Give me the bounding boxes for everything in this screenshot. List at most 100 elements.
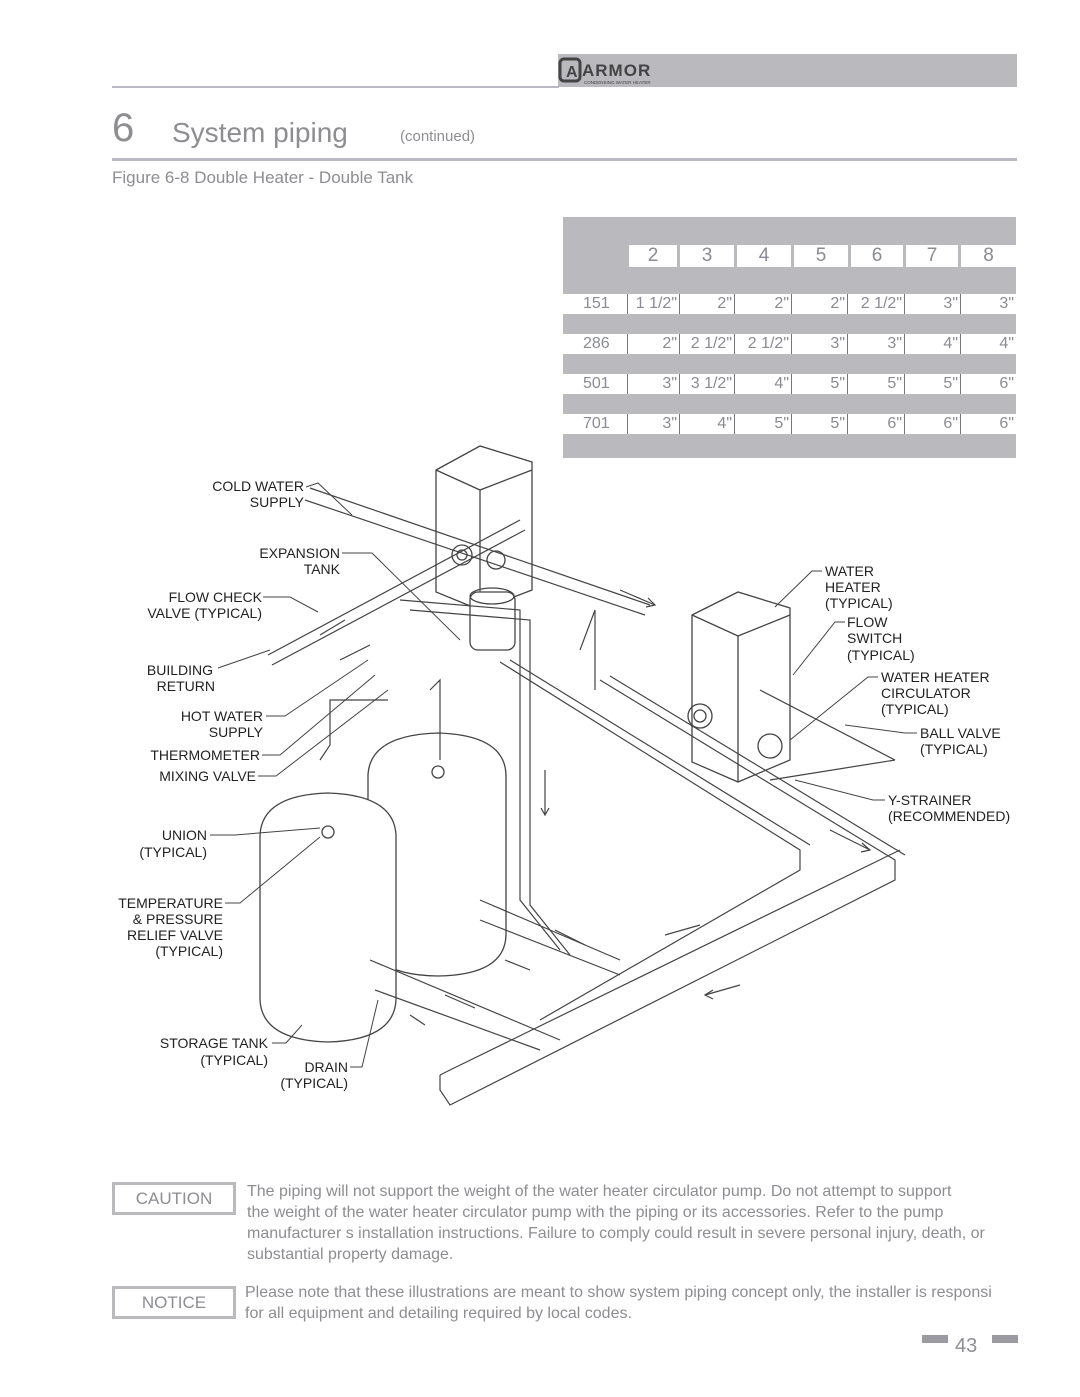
table-cell: 2" [628, 334, 680, 354]
notice-label: NOTICE [112, 1286, 236, 1319]
label-circulator-3: (TYPICAL) [881, 701, 949, 717]
pipe-size-table: 2 3 4 5 6 7 8 151 1 1/2" 2" 2" 2" 2 1/2"… [563, 217, 1016, 458]
table-cell: 2" [735, 294, 792, 314]
table-cell: 2" [680, 294, 735, 314]
brand-name: ARMOR [582, 61, 651, 80]
table-header-cell: 8 [961, 245, 1016, 267]
label-flow-switch-3: (TYPICAL) [847, 647, 915, 663]
section-number: 6 [112, 106, 135, 150]
label-ball-valve-1: BALL VALVE [920, 725, 1001, 741]
label-mixing-valve: MIXING VALVE [159, 768, 256, 784]
table-cell: 5" [905, 374, 961, 394]
page-marker-right [992, 1335, 1018, 1343]
table-cell: 5" [792, 374, 848, 394]
section-continued: (continued) [400, 128, 476, 145]
label-water-heater-1: WATER [825, 563, 874, 579]
table-cell [563, 334, 628, 354]
table-cell: 6" [848, 414, 905, 434]
table-cell: 2 1/2" [848, 294, 905, 314]
label-union: UNION [162, 827, 207, 843]
label-storage-typical: (TYPICAL) [200, 1052, 268, 1068]
label-flow-check: FLOW CHECK [169, 589, 263, 605]
label-circulator-1: WATER HEATER [881, 669, 990, 685]
label-ball-valve-2: (TYPICAL) [920, 741, 988, 757]
table-cell: 3" [999, 295, 1014, 312]
table-row: 286 2" 2 1/2" 2 1/2" 3" 3" 4" 4" [563, 334, 1016, 354]
table-cell: 2 1/2" [680, 334, 735, 354]
piping [267, 487, 906, 1106]
table-header-cell: 7 [906, 245, 958, 267]
notice-line: for all equipment and detailing required… [245, 1305, 632, 1322]
caution-line: substantial property damage. [247, 1246, 454, 1263]
caution-line: The piping will not support the weight o… [247, 1183, 952, 1200]
table-cell: 3 1/2" [680, 374, 735, 394]
label-storage-tank: STORAGE TANK [160, 1035, 269, 1051]
table-cell: 3" [905, 294, 961, 314]
storage-tank-back [367, 732, 507, 977]
table-cell: 6" [999, 415, 1014, 432]
table-header-cell: 2 [629, 245, 677, 267]
brand-subtitle: CONDENSING WATER HEATER [584, 80, 651, 85]
label-thermometer: THERMOMETER [150, 747, 260, 763]
table-row: 151 1 1/2" 2" 2" 2" 2 1/2" 3" 3" [563, 294, 1016, 314]
label-y-strainer-1: Y-STRAINER [888, 792, 972, 808]
figure-caption: Figure 6-8 Double Heater - Double Tank [112, 168, 414, 187]
label-y-strainer-2: (RECOMMENDED) [888, 808, 1010, 824]
leader-lines [210, 482, 917, 1068]
label-drain: DRAIN [304, 1059, 348, 1075]
row-label: 286 [583, 335, 610, 352]
table-cell: 3" [792, 334, 848, 354]
table-cell: 5" [848, 374, 905, 394]
brand-logo: A ARMOR CONDENSING WATER HEATER [558, 56, 668, 86]
label-flow-switch-1: FLOW [847, 614, 888, 630]
table-header-cell: 5 [794, 245, 848, 267]
notice-line: Please note that these illustrations are… [245, 1284, 992, 1301]
label-expansion: EXPANSION [259, 545, 340, 561]
label-tp-4: (TYPICAL) [155, 943, 223, 959]
label-circulator-2: CIRCULATOR [881, 685, 971, 701]
notice-text: Please note that these illustrations are… [245, 1282, 1080, 1324]
label-tp-1: TEMPERATURE [118, 895, 223, 911]
table-cell: 6" [999, 375, 1014, 392]
flow-arrows [319, 589, 872, 1026]
caution-label: CAUTION [112, 1182, 236, 1215]
storage-tank-front [259, 792, 397, 1043]
table-cell: 4" [735, 374, 792, 394]
label-expansion-tank: TANK [304, 561, 341, 577]
table-cell: 3" [628, 374, 680, 394]
table-cell: 1 1/2" [628, 294, 680, 314]
table-cell: 6" [905, 414, 961, 434]
table-cell: 2" [792, 294, 848, 314]
table-cell: 2 1/2" [735, 334, 792, 354]
table-header-cell: 3 [680, 245, 734, 267]
table-cell: 5" [735, 414, 792, 434]
page-marker-left [922, 1335, 948, 1343]
caution-line: the weight of the water heater circulato… [247, 1204, 944, 1221]
row-label: 701 [583, 415, 610, 432]
table-row: 501 3" 3 1/2" 4" 5" 5" 5" 6" [563, 374, 1016, 394]
label-union-typical: (TYPICAL) [139, 844, 207, 860]
table-header-cell: 4 [737, 245, 791, 267]
water-heater-1 [435, 445, 533, 611]
table-cell [563, 374, 628, 394]
label-hot-water-supply: SUPPLY [209, 724, 264, 740]
row-label: 501 [583, 375, 610, 392]
label-drain-typical: (TYPICAL) [280, 1075, 348, 1091]
table-header-cell: 6 [851, 245, 903, 267]
table-cell: 4" [905, 334, 961, 354]
table-cell [563, 294, 628, 314]
label-building-return: RETURN [157, 678, 215, 694]
header-rule [112, 86, 559, 88]
label-cold-water: COLD WATER [212, 478, 304, 494]
label-water-heater-2: HEATER [825, 579, 881, 595]
row-label: 151 [583, 295, 610, 312]
label-water-heater-3: (TYPICAL) [825, 595, 893, 611]
label-flow-switch-2: SWITCH [847, 630, 902, 646]
table-cell: 3" [848, 334, 905, 354]
label-cold-water-supply: SUPPLY [250, 494, 305, 510]
piping-diagram: COLD WATER SUPPLY EXPANSION TANK FLOW CH… [118, 445, 1010, 1106]
table-cell: 3" [628, 414, 680, 434]
table-cell: 4" [680, 414, 735, 434]
section-title: System piping [172, 117, 348, 148]
label-hot-water: HOT WATER [181, 708, 263, 724]
